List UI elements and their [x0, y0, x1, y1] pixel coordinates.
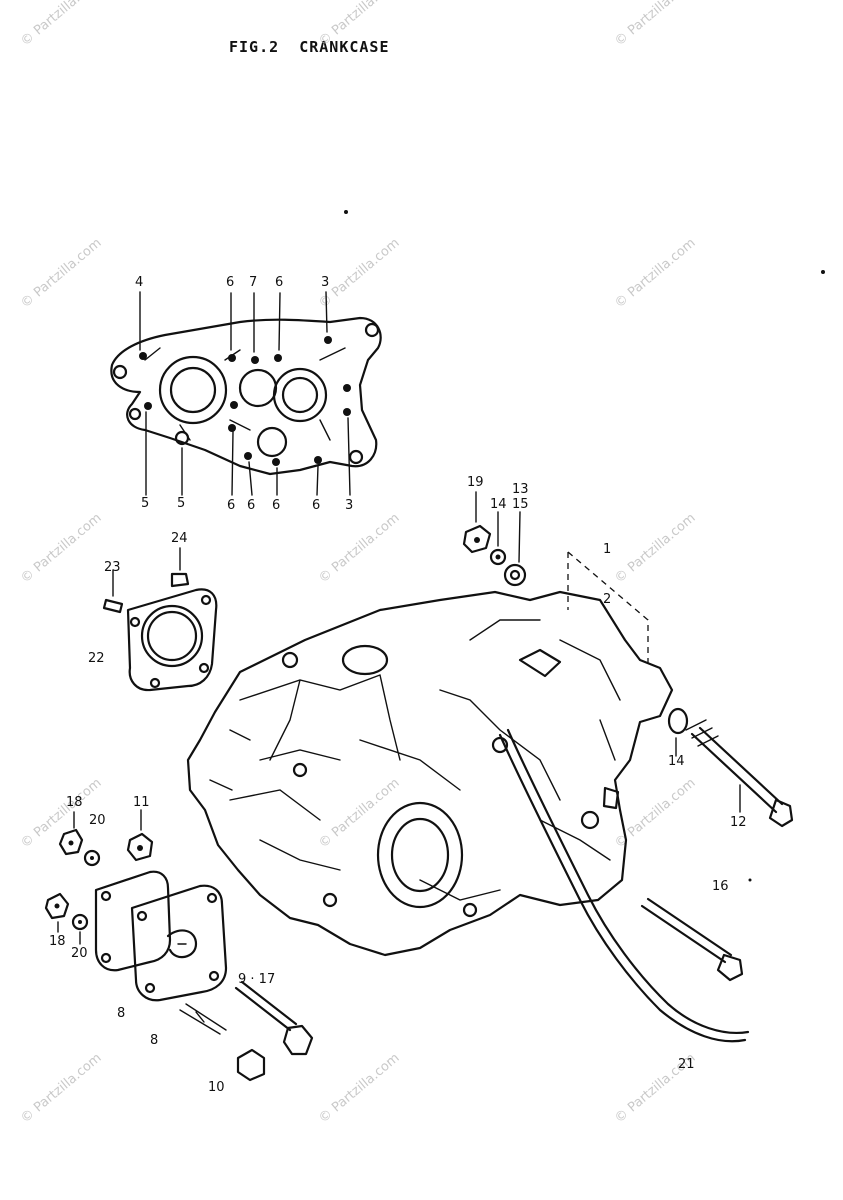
callout-6: 6 [247, 498, 256, 513]
callout-18: 18 [66, 795, 83, 810]
callout-3: 3 [345, 498, 354, 513]
crankcase-inner-half [110, 291, 382, 496]
callout-1: 1 [603, 542, 612, 557]
callout-3: 3 [321, 275, 330, 290]
callout-22: 22 [88, 651, 105, 666]
bolts-9-17-and-10 [179, 980, 314, 1082]
callout-6: 6 [312, 498, 321, 513]
callout-8: 8 [150, 1033, 159, 1048]
page-title: FIG.2 CRANKCASE [229, 38, 390, 56]
callout-6: 6 [227, 498, 236, 513]
callout-6: 6 [272, 498, 281, 513]
callout-7: 7 [249, 275, 258, 290]
nuts-and-washers [44, 809, 154, 945]
long-bolt [640, 897, 744, 982]
callout-20: 20 [71, 946, 88, 961]
stud-bolt [667, 707, 794, 828]
callout-11: 11 [133, 795, 150, 810]
callout-16: 16 [712, 879, 729, 894]
callout-6: 6 [275, 275, 284, 290]
callout-6: 6 [226, 275, 235, 290]
callout-15: 15 [512, 497, 529, 512]
callout-10: 10 [208, 1080, 225, 1095]
breather-tube [498, 728, 750, 1043]
callout-8: 8 [117, 1006, 126, 1021]
callout-9-17: 9 · 17 [238, 972, 276, 987]
callout-19: 19 [467, 475, 484, 490]
callout-14: 14 [668, 754, 685, 769]
callout-24: 24 [171, 531, 188, 546]
callout-5: 5 [141, 496, 150, 511]
callout-21: 21 [678, 1057, 695, 1072]
callout-2: 2 [603, 592, 612, 607]
callout-14: 14 [490, 497, 507, 512]
crankcase-assembly [186, 590, 674, 957]
callout-5: 5 [177, 496, 186, 511]
callout-4: 4 [135, 275, 144, 290]
nut-washer-stack [462, 491, 527, 587]
callout-13: 13 [512, 482, 529, 497]
callout-18: 18 [49, 934, 66, 949]
callout-23: 23 [104, 560, 121, 575]
cylinder-gasket [102, 547, 218, 692]
callout-12: 12 [730, 815, 747, 830]
callout-20: 20 [89, 813, 106, 828]
cover-plates [94, 870, 228, 1002]
